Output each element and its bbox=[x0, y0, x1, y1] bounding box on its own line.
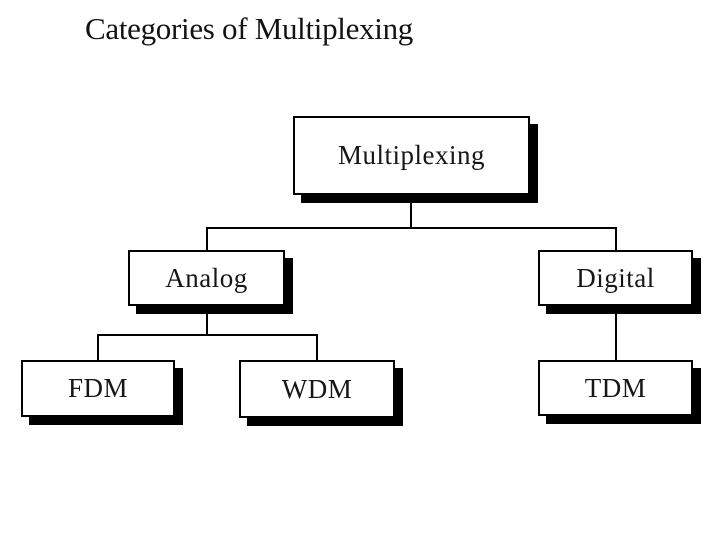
node-tdm-label: TDM bbox=[584, 372, 647, 403]
node-wdm: WDM bbox=[239, 360, 395, 418]
connector-level2-horizontal-bar bbox=[97, 334, 318, 336]
connector-level1-horizontal-bar bbox=[206, 227, 617, 229]
connector-analog-stem bbox=[206, 308, 208, 334]
node-analog: Analog bbox=[128, 250, 285, 306]
node-fdm: FDM bbox=[21, 360, 175, 417]
connector-wdm-drop bbox=[316, 336, 318, 360]
connector-digital-to-tdm bbox=[615, 308, 617, 360]
node-wdm-label: WDM bbox=[281, 373, 353, 404]
node-multiplexing: Multiplexing bbox=[293, 116, 530, 195]
node-digital: Digital bbox=[538, 250, 693, 306]
connector-digital-drop bbox=[615, 229, 617, 250]
node-digital-label: Digital bbox=[576, 262, 655, 293]
node-fdm-label: FDM bbox=[67, 373, 129, 403]
node-multiplexing-label: Multiplexing bbox=[338, 140, 485, 170]
node-analog-label: Analog bbox=[165, 262, 248, 293]
connector-multiplexing-stem bbox=[410, 197, 412, 229]
connector-analog-drop bbox=[206, 229, 208, 250]
page-title: Categories of Multiplexing bbox=[85, 11, 413, 46]
connector-fdm-drop bbox=[97, 336, 99, 360]
node-tdm: TDM bbox=[538, 360, 693, 416]
